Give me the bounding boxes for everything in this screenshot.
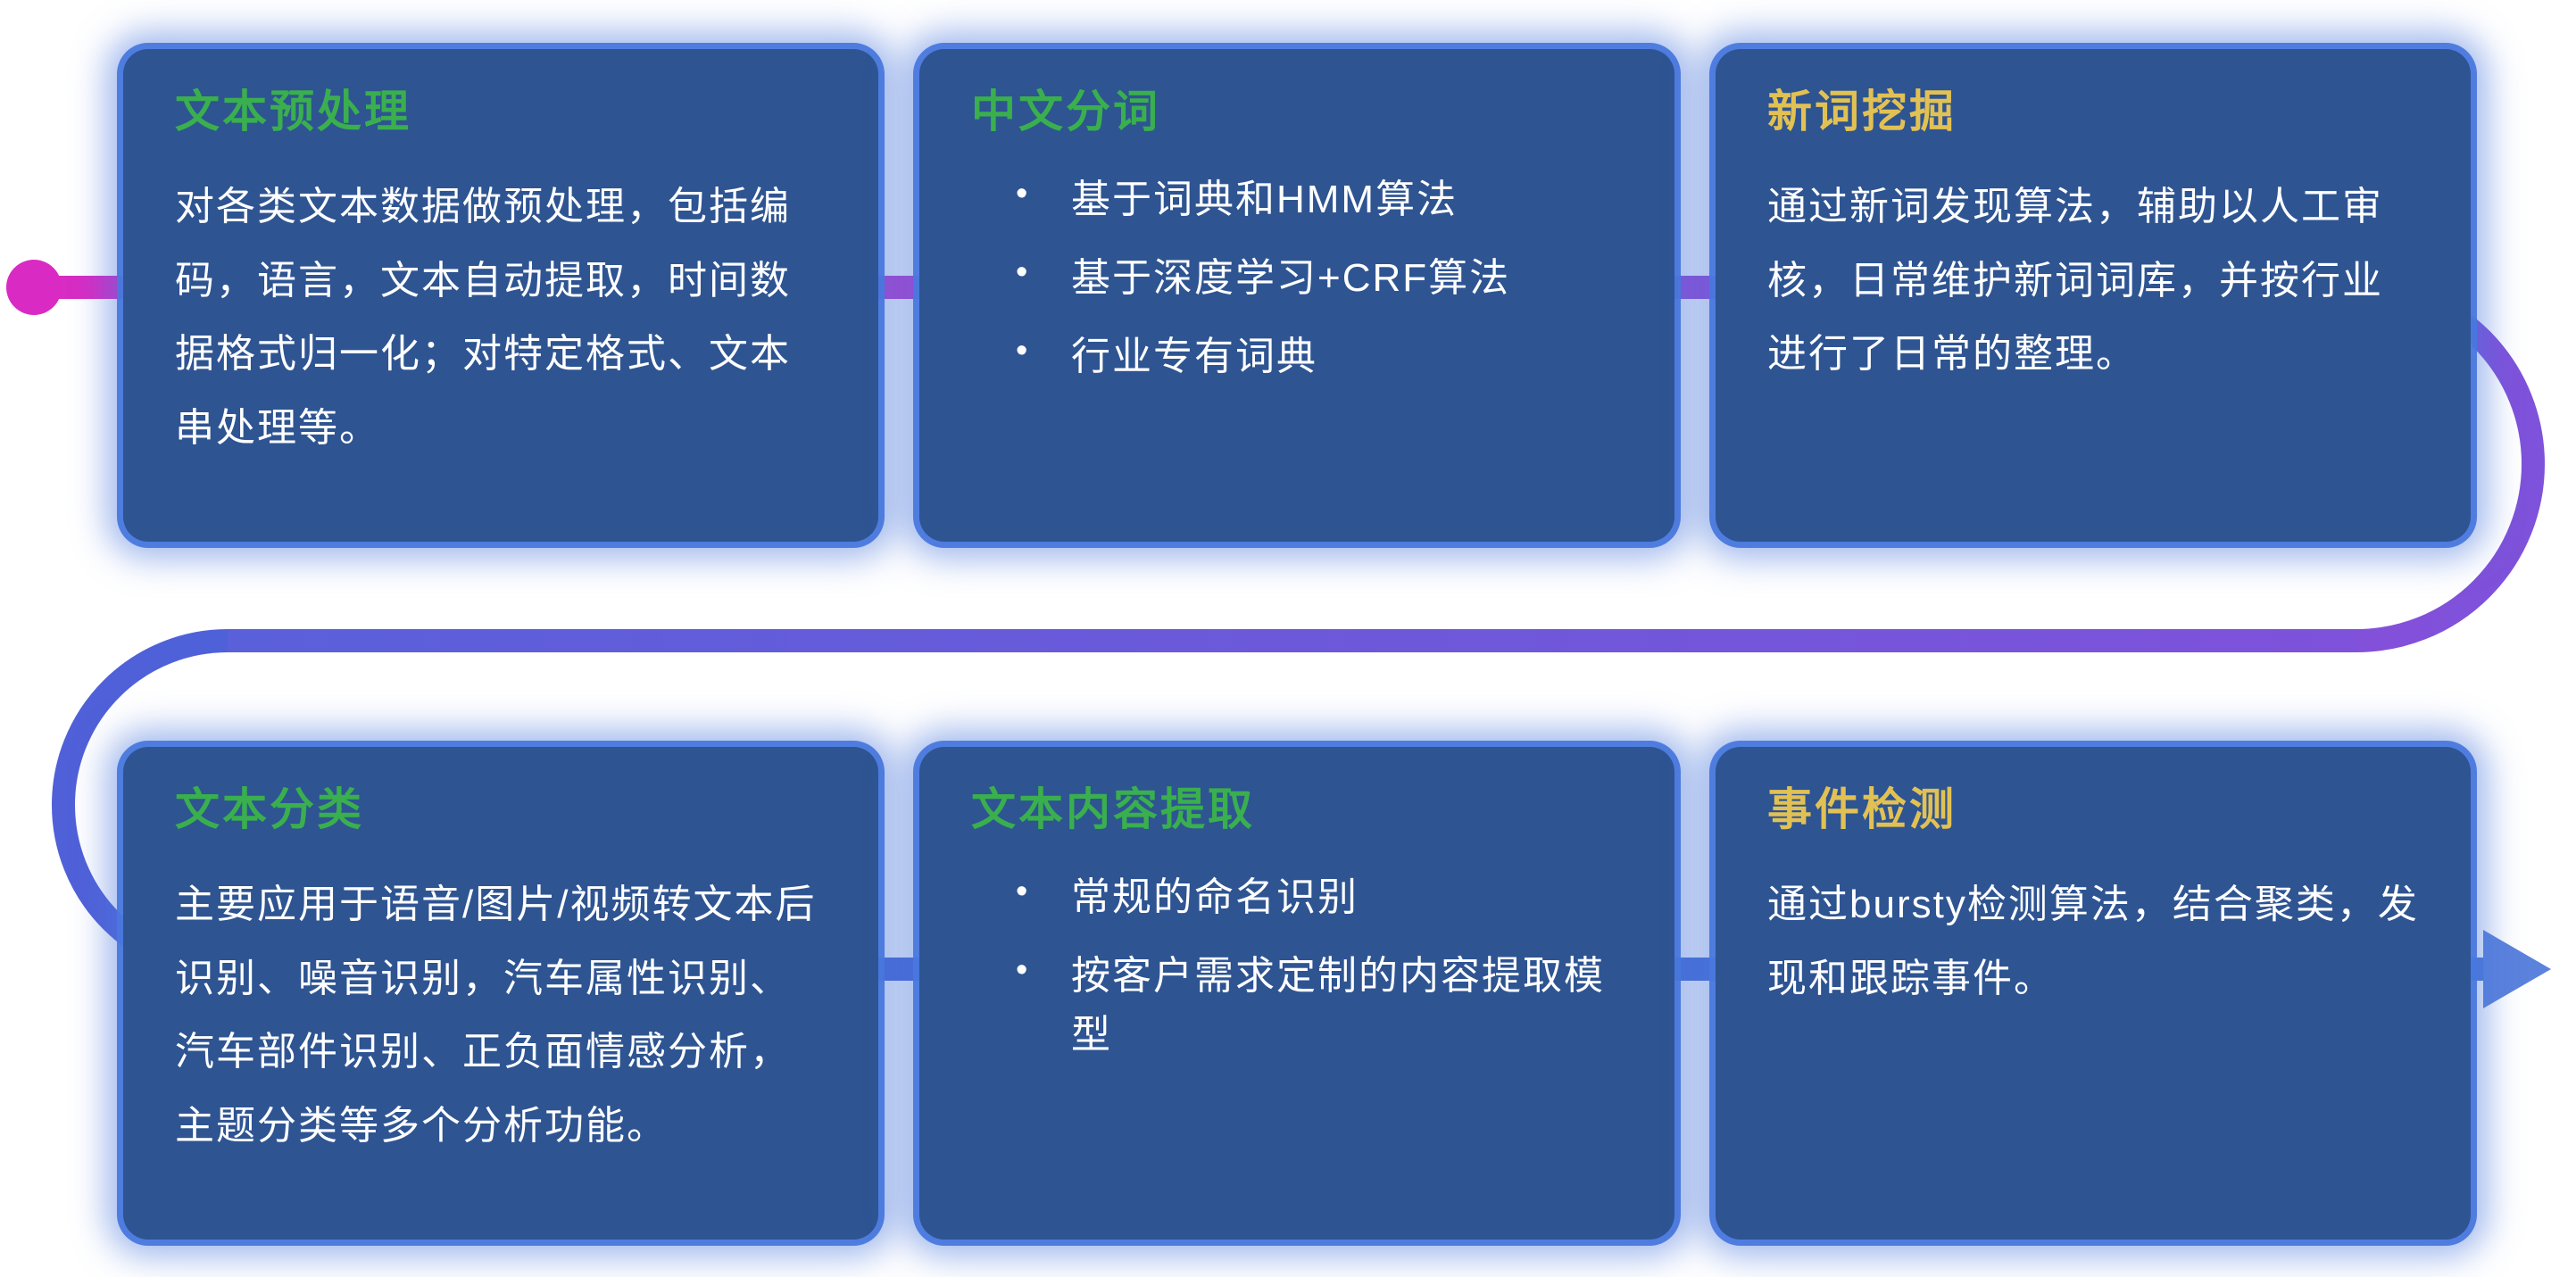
card-body-text: 通过新词发现算法，辅助以人工审核，日常维护新词词库，并按行业进行了日常的整理。 xyxy=(1767,185,2383,377)
bullet-item: 行业专有词典 xyxy=(971,326,1623,386)
card-body-text: 对各类文本数据做预处理，包括编码，语言，文本自动提取，时间数据格式归一化；对特定… xyxy=(175,185,791,451)
cards-row-top: 文本预处理 对各类文本数据做预处理，包括编码，语言，文本自动提取，时间数据格式归… xyxy=(123,49,2471,542)
card-text-preprocessing: 文本预处理 对各类文本数据做预处理，包括编码，语言，文本自动提取，时间数据格式归… xyxy=(123,49,878,542)
card-bullet-list: 常规的命名识别 按客户需求定制的内容提取模型 xyxy=(971,867,1623,1065)
card-text-content-extraction: 文本内容提取 常规的命名识别 按客户需求定制的内容提取模型 xyxy=(919,747,1674,1240)
card-title: 文本预处理 xyxy=(175,87,411,137)
bullet-item: 基于深度学习+CRF算法 xyxy=(971,247,1623,308)
card-new-word-mining: 新词挖掘 通过新词发现算法，辅助以人工审核，日常维护新词词库，并按行业进行了日常… xyxy=(1716,49,2471,542)
card-title: 中文分词 xyxy=(971,87,1160,137)
flow-start-dot-icon xyxy=(6,260,62,315)
card-title: 新词挖掘 xyxy=(1767,87,1957,137)
card-event-detection: 事件检测 通过bursty检测算法，结合聚类，发现和跟踪事件。 xyxy=(1716,747,2471,1240)
bullet-item: 基于词典和HMM算法 xyxy=(971,169,1623,229)
bullet-item: 按客户需求定制的内容提取模型 xyxy=(971,945,1623,1065)
card-title: 文本内容提取 xyxy=(971,784,1255,834)
card-body-text: 主要应用于语音/图片/视频转文本后识别、噪音识别，汽车属性识别、汽车部件识别、正… xyxy=(175,883,817,1148)
cards-row-bottom: 文本分类 主要应用于语音/图片/视频转文本后识别、噪音识别，汽车属性识别、汽车部… xyxy=(123,747,2471,1240)
card-body-text: 通过bursty检测算法，结合聚类，发现和跟踪事件。 xyxy=(1767,883,2419,1000)
card-text-classification: 文本分类 主要应用于语音/图片/视频转文本后识别、噪音识别，汽车属性识别、汽车部… xyxy=(123,747,878,1240)
card-title: 事件检测 xyxy=(1767,784,1957,834)
card-chinese-word-segmentation: 中文分词 基于词典和HMM算法 基于深度学习+CRF算法 行业专有词典 xyxy=(919,49,1674,542)
card-title: 文本分类 xyxy=(175,784,364,834)
card-bullet-list: 基于词典和HMM算法 基于深度学习+CRF算法 行业专有词典 xyxy=(971,169,1623,386)
bullet-item: 常规的命名识别 xyxy=(971,867,1623,927)
flow-arrow-icon xyxy=(2483,930,2551,1008)
